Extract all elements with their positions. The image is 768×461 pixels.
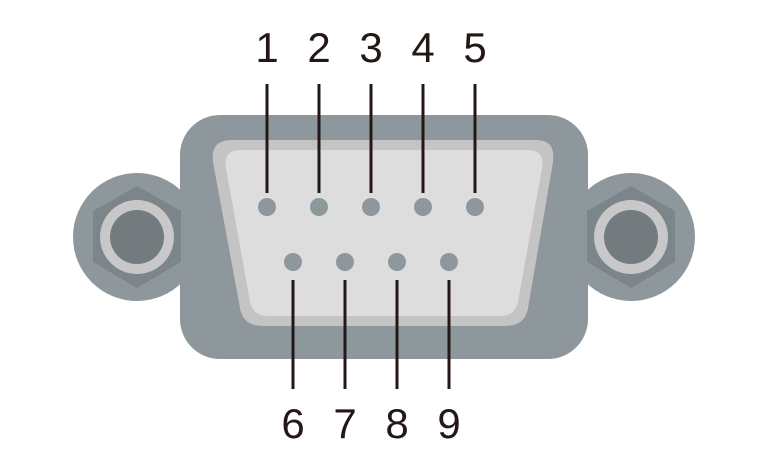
pin-7 — [336, 253, 354, 271]
pin-2-label: 2 — [307, 24, 330, 71]
pin-1-label: 1 — [255, 24, 278, 71]
left-hex-nut — [93, 186, 181, 288]
pin-8 — [388, 253, 406, 271]
pin-3 — [362, 198, 380, 216]
pin-1 — [258, 198, 276, 216]
pin-2 — [310, 198, 328, 216]
connector-face — [225, 150, 543, 316]
pin-3-label: 3 — [359, 24, 382, 71]
right-hex-nut — [587, 186, 675, 288]
pin-9-label: 9 — [437, 400, 460, 447]
pin-5-label: 5 — [463, 24, 486, 71]
pin-6-label: 6 — [281, 400, 304, 447]
pin-5 — [466, 198, 484, 216]
pin-7-label: 7 — [333, 400, 356, 447]
pin-4 — [414, 198, 432, 216]
pin-8-label: 8 — [385, 400, 408, 447]
pin-9 — [440, 253, 458, 271]
pin-6 — [284, 253, 302, 271]
pin-4-label: 4 — [411, 24, 434, 71]
